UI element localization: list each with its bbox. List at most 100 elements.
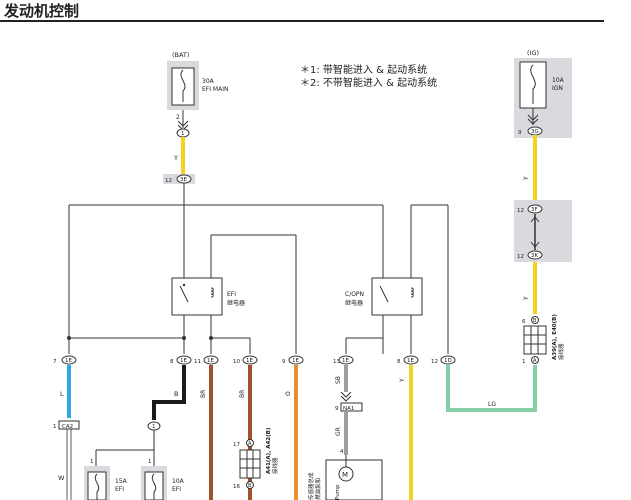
fuel-pump-box — [325, 459, 383, 500]
connector-11-id: 1E — [207, 358, 214, 364]
ca2-connector — [58, 420, 80, 430]
note-1: ＊1: 带智能进入 & 起动系统 — [300, 63, 427, 76]
a41-terminal-b — [246, 481, 254, 489]
ig-fuse-name: IGN — [552, 85, 563, 92]
connector-7-pin: 7 — [53, 359, 57, 365]
wire-br-2-label: BR — [239, 390, 246, 398]
page-title: 发动机控制 — [4, 2, 80, 20]
wire-y-label: Y — [399, 378, 406, 383]
ig-conn-pin: 9 — [518, 130, 522, 136]
fuse-icon — [151, 473, 157, 500]
junction-dot — [67, 336, 71, 340]
connector-12-id: 1D — [444, 358, 452, 364]
connector-8-id: 1E — [180, 358, 187, 364]
relay-switch-icon — [179, 285, 189, 303]
bat-fuse-box — [171, 67, 195, 106]
pump-pin: 4 — [340, 449, 344, 455]
connector-9-id: 1E — [292, 358, 299, 364]
connector-8b-pin: 8 — [397, 359, 401, 365]
connector-3e-pin: 12 — [165, 178, 172, 184]
connector-3k — [527, 250, 543, 260]
arrow-down-icon — [340, 391, 352, 402]
efi-relay-desc: 继电器 — [227, 299, 245, 307]
a41-id-b: B — [248, 483, 252, 489]
ig-wire-color-2: Y — [523, 296, 530, 301]
connector-13 — [338, 355, 354, 365]
bat-connector-pin: 1 — [181, 131, 185, 137]
relay-switch-icon — [379, 285, 389, 303]
connector-9 — [288, 355, 304, 365]
a39-desc: 接线器 — [557, 343, 565, 360]
connector-10-pin: 10 — [233, 359, 240, 365]
connector-11-pin: 11 — [194, 359, 201, 365]
connector-10-id: 1E — [246, 358, 253, 364]
na1-pin: 9 — [335, 406, 339, 412]
fuse-icon — [180, 69, 186, 102]
a39-name: A39(A), E40(B) — [552, 314, 558, 360]
ig-fuse-amp: 10A — [552, 77, 565, 84]
motor-symbol: M — [342, 471, 348, 479]
a39-pin-b: 6 — [522, 319, 526, 325]
pump-desc-1: 燃油泵和 — [314, 478, 322, 500]
wire-br-1-label: BR — [200, 390, 207, 398]
a41-id-a: A — [248, 441, 252, 447]
wire-o-label: O — [285, 391, 292, 396]
a41-desc: 接线器 — [271, 457, 279, 474]
ca2-pin: 1 — [53, 424, 57, 430]
wire-gr-label: GR — [335, 427, 342, 436]
efi-relay-box — [171, 277, 223, 316]
na1-id: NA1 — [343, 406, 354, 412]
connector-7 — [61, 355, 77, 365]
efi10-pin: 1 — [148, 459, 152, 465]
connector-3f-pin: 12 — [517, 208, 524, 214]
connector-12 — [440, 355, 456, 365]
connector-10 — [242, 355, 258, 365]
connector-11 — [203, 355, 219, 365]
relay-coil-icon — [410, 287, 414, 298]
a39-pin-a: 1 — [522, 359, 526, 365]
efi10-fuse-box — [144, 471, 164, 500]
wire-lg — [446, 365, 537, 412]
title-rule — [0, 20, 604, 22]
connector-3f-id: 3F — [531, 207, 538, 213]
bat-fuse-amp: 30A — [202, 78, 215, 85]
efi-relay-name: EFI — [227, 291, 236, 298]
connector-8-pin: 8 — [170, 359, 174, 365]
junction-dot — [182, 336, 186, 340]
note-2: ＊2: 不带智能进入 & 起动系统 — [300, 76, 437, 89]
connector-7-id: 1E — [65, 358, 72, 364]
relay-contact — [182, 283, 186, 287]
bat-source-label: (BAT) — [172, 51, 189, 59]
a41-pin-a: 17 — [233, 442, 240, 448]
efi15-pin: 1 — [90, 459, 94, 465]
efi10-amp: 10A — [172, 478, 185, 485]
pump-label: Pump — [335, 484, 341, 500]
a39-id-b: B — [533, 318, 537, 324]
wire-sb-label: SB — [335, 376, 342, 384]
a39-terminal-b — [531, 316, 539, 324]
bat-wire-color: Y — [173, 154, 178, 162]
copn-relay-box — [371, 277, 423, 316]
wire-b-label: B — [174, 390, 178, 398]
ig-wire-color: Y — [523, 176, 530, 181]
arrow-up-icon — [530, 216, 540, 223]
connector-3e-id: 3E — [180, 177, 187, 183]
ig-conn-id: 3G — [531, 129, 539, 135]
ig-source-label: (IG) — [527, 49, 539, 57]
efi15-name: EFI — [115, 486, 124, 493]
a39-id-a: A — [533, 358, 537, 364]
wire-b — [152, 365, 186, 420]
connector-9-pin: 9 — [282, 359, 286, 365]
fuse-icon — [94, 473, 100, 500]
connector-3f-3k-shade — [514, 200, 572, 262]
relay-coil-icon — [210, 287, 214, 298]
connector-13-id: 1E — [342, 358, 349, 364]
a39-terminal-a — [531, 356, 539, 364]
junction-1-id: 1 — [152, 424, 156, 430]
connector-8 — [176, 355, 192, 365]
bat-fuse-name: EFI MAIN — [202, 86, 228, 93]
bat-fuse-pin-top: 2 — [176, 114, 180, 121]
connector-3k-id: 3K — [531, 253, 538, 259]
connector-8b — [403, 355, 419, 365]
connector-13-pin: 13 — [333, 359, 340, 365]
